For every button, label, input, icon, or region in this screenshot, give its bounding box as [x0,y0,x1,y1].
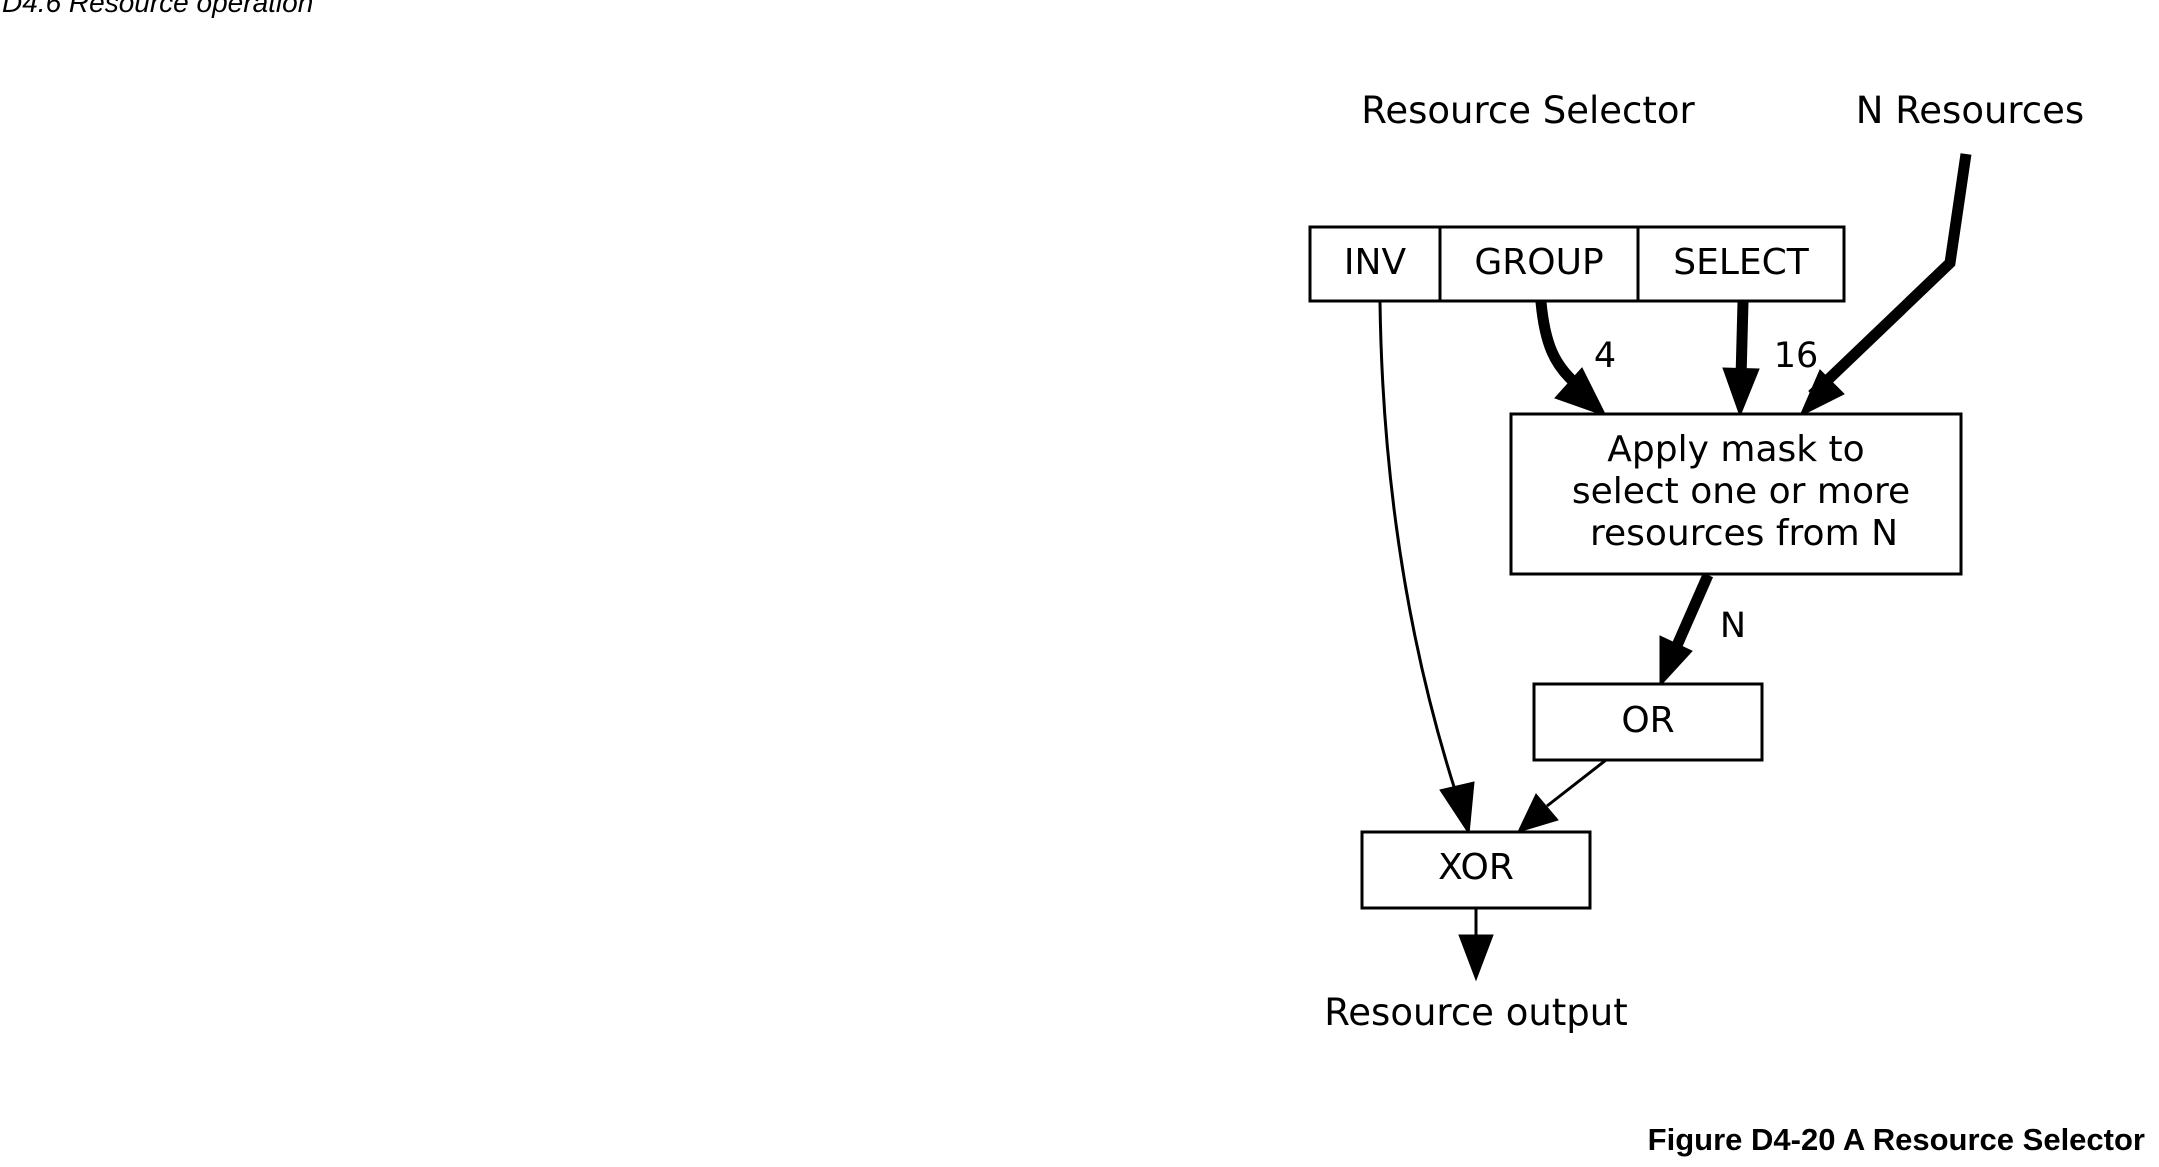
select-field-box [1636,225,1846,303]
apply-mask-line-2: select one or more [1572,471,1910,512]
or-gate-label: OR [1621,700,1674,741]
n-resources-arrowhead [1798,369,1845,418]
n-resources-bus [1808,153,1972,399]
resource-output-label: Resource output [1324,991,1627,1034]
inv-field-label: INV [1344,242,1407,283]
selector-register: INV GROUP SELECT [1308,225,1846,303]
mask-output-width-label: N [1720,606,1746,646]
xor-gate-box [1360,830,1592,910]
group-field-box [1438,225,1640,303]
figure-caption: Figure D4-20 A Resource Selector [1647,1122,2145,1157]
select-field-label: SELECT [1673,242,1810,283]
group-field-label: GROUP [1474,242,1603,283]
apply-mask-box [1509,412,1963,576]
group-bus-arrowhead [1554,367,1608,417]
apply-mask-line-1: Apply mask to [1607,429,1864,470]
select-bus-width-label: 16 [1774,336,1819,376]
or-output-arrowhead [1517,793,1559,833]
select-bus [1735,301,1749,379]
section-header: D4.6 Resource operation [2,0,314,18]
select-bus-arrowhead [1722,367,1760,418]
or-output-line [1546,758,1607,808]
inv-signal-line [1378,301,1457,791]
group-bus [1535,301,1579,388]
group-bus-width-label: 4 [1594,336,1616,376]
resource-selector-label: Resource Selector [1361,89,1695,132]
n-resources-label: N Resources [1856,89,2084,132]
mask-output-bus [1669,572,1714,653]
or-gate-box [1532,682,1764,762]
apply-mask-line-3: resources from N [1590,513,1898,554]
output-arrowhead [1458,934,1494,982]
inv-signal-arrowhead [1439,781,1475,836]
xor-gate-label: XOR [1438,847,1514,888]
mask-output-arrowhead [1659,635,1693,688]
